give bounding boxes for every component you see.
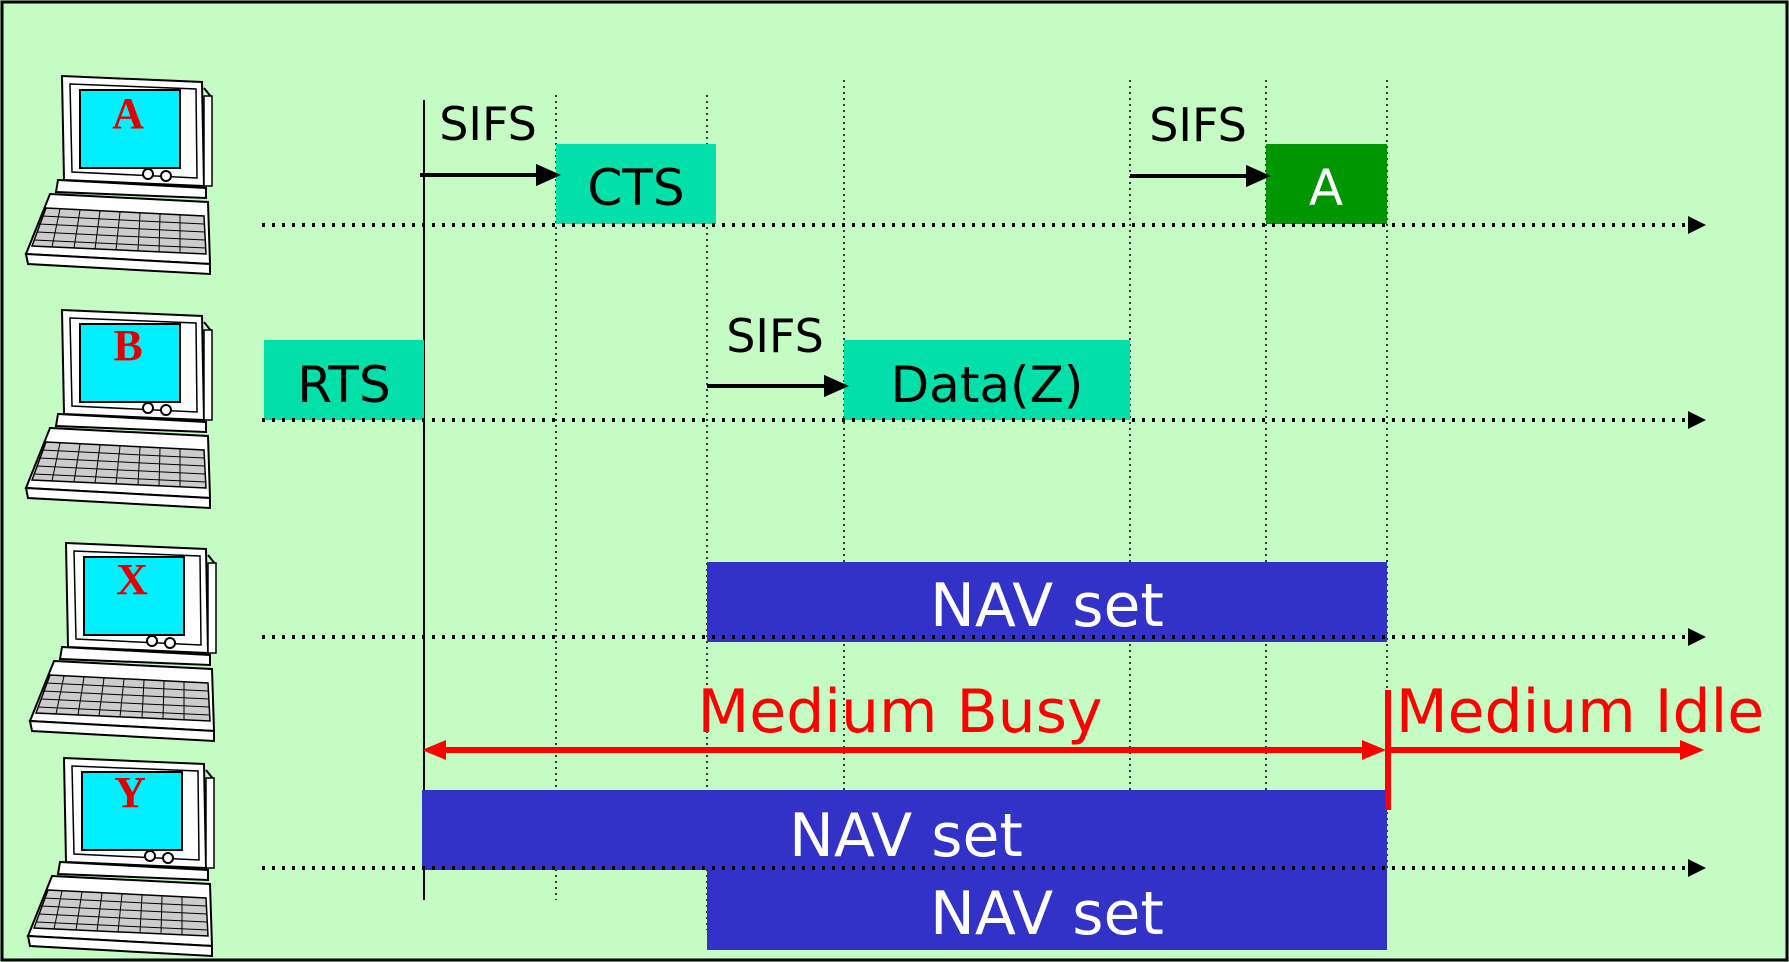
time-markers (555, 80, 1388, 930)
ack-label: A (1309, 159, 1343, 217)
nav-bar-x (707, 562, 1387, 642)
medium-busy-label: Medium Busy (698, 677, 1103, 747)
nav-label-x: NAV set (930, 571, 1164, 641)
nav-label-y-upper: NAV set (789, 801, 1023, 871)
rts-frame (264, 340, 424, 420)
station-label-y: Y (114, 768, 146, 817)
sifs-arrows (420, 163, 1271, 398)
nav-bar-y-upper (422, 790, 1387, 870)
sifs-label-a-first: SIFS (439, 97, 537, 151)
rts-label: RTS (297, 356, 390, 414)
timelines (262, 223, 1690, 870)
medium-arrows (422, 690, 1704, 810)
ack-frame (1266, 144, 1387, 224)
station-label-x: X (116, 555, 148, 604)
data-frame (844, 340, 1130, 420)
station-label-b: B (113, 321, 142, 370)
cts-frame (556, 144, 716, 224)
station-label-a: A (112, 89, 144, 138)
sifs-label-b: SIFS (726, 309, 824, 363)
data-label: Data(Z) (891, 356, 1084, 414)
nav-bar-y-lower (707, 870, 1387, 950)
nav-label-y-lower: NAV set (930, 879, 1164, 949)
sifs-label-a-second: SIFS (1149, 98, 1247, 152)
medium-idle-label: Medium Idle (1396, 677, 1764, 747)
timeline-arrowheads (1688, 216, 1706, 877)
cts-label: CTS (587, 159, 684, 217)
